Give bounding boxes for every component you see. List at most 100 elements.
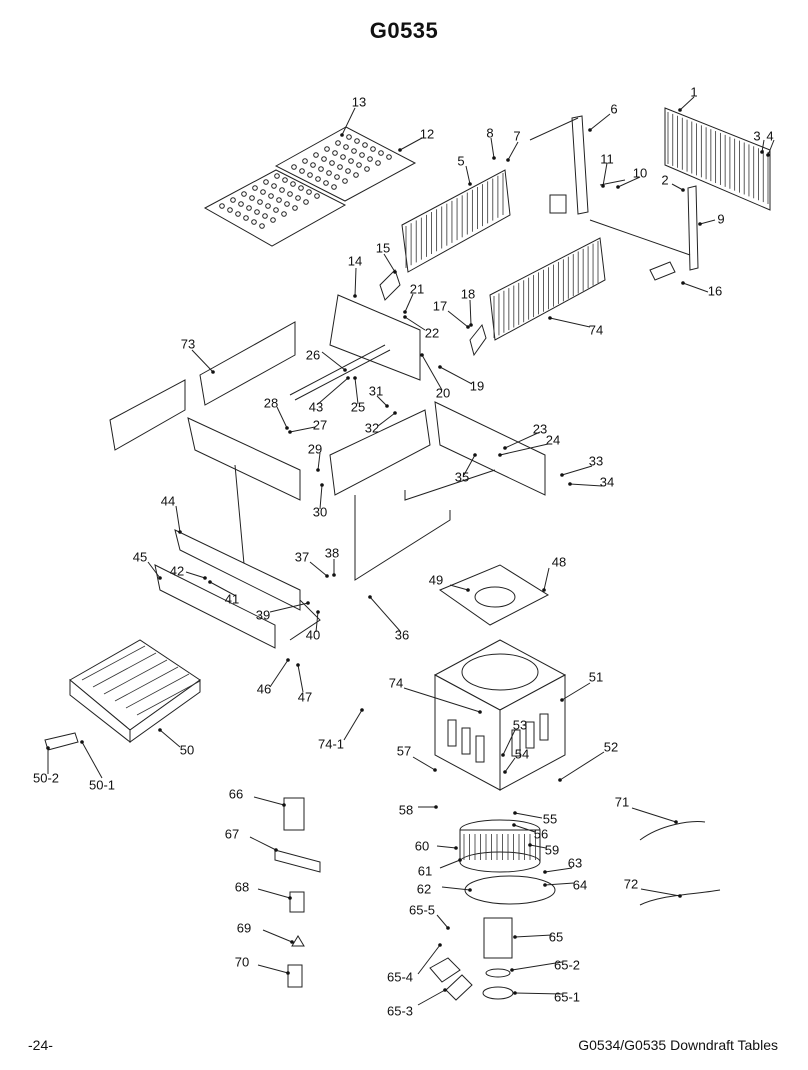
leader-dot-32 [560,473,564,477]
callout-10: 10 [633,165,647,180]
leader-dot-6 [506,158,510,162]
leader-line-10 [602,162,608,187]
callout-34: 34 [600,474,614,489]
leader-dot-48 [466,588,470,592]
leader-dot-80 [548,316,552,320]
leader-line-47 [543,567,550,591]
callout-67: 67 [225,826,239,841]
motor-assembly [429,819,556,1001]
baffle-panel-5 [401,169,511,273]
blower-housing-51 [433,564,567,791]
leader-line-68 [511,961,563,971]
callout-51: 51 [589,669,603,684]
leader-line-70 [417,944,441,975]
leader-line-78 [640,888,681,897]
leader-dot-45 [286,658,290,662]
leader-line-7 [490,137,495,159]
leader-dot-58 [433,768,437,772]
leader-line-8 [699,219,716,225]
leader-dot-22 [503,446,507,450]
leader-line-65 [544,882,575,886]
leader-line-32 [561,465,593,476]
leader-dot-5 [588,128,592,132]
callout-23: 23 [533,421,547,436]
leader-dot-15 [681,281,685,285]
leader-line-54 [502,729,516,756]
callout-52: 52 [604,739,618,754]
leader-line-76 [257,964,289,974]
callout-13: 13 [352,94,366,109]
callout-54: 54 [515,746,529,761]
leader-line-77 [631,807,677,823]
callout-47: 47 [298,689,312,704]
callout-57: 57 [397,743,411,758]
leader-dot-10 [601,184,605,188]
callout-50-2: 50-2 [33,770,59,785]
leader-dot-55 [503,770,507,774]
callout-49: 49 [429,572,443,587]
baffle-panel-1 [664,107,771,211]
leader-dot-73 [274,848,278,852]
leader-line-29 [319,484,323,510]
callout-7: 7 [513,128,520,143]
callout-66: 66 [229,786,243,801]
leader-dot-75 [290,940,294,944]
leader-line-2 [761,139,765,153]
callout-20: 20 [436,385,450,400]
leader-line-33 [569,483,603,487]
callout-61: 61 [418,863,432,878]
callout-55: 55 [543,811,557,826]
callout-39: 39 [256,607,270,622]
leader-dot-39 [316,610,320,614]
leader-dot-12 [340,133,344,137]
leader-line-23 [499,443,549,456]
callout-37: 37 [295,549,309,564]
leader-dot-54 [501,753,505,757]
leader-line-48 [449,584,469,591]
leader-line-40 [209,581,237,597]
leader-dot-81 [478,710,482,714]
leader-dot-19 [420,353,424,357]
callout-35: 35 [455,469,469,484]
callout-64: 64 [573,877,587,892]
leader-dot-68 [510,968,514,972]
callout-60: 60 [415,838,429,853]
callout-50-1: 50-1 [89,777,115,792]
callout-2: 2 [661,172,668,187]
leader-dot-57 [512,823,516,827]
leader-dot-23 [498,453,502,457]
callout-22: 22 [425,325,439,340]
leader-line-39 [315,611,319,633]
callout-41: 41 [225,591,239,606]
leader-dot-71 [446,926,450,930]
leader-dot-28 [316,468,320,472]
leader-dot-76 [286,971,290,975]
leader-dot-42 [346,376,350,380]
leader-dot-74 [288,896,292,900]
callout-28: 28 [264,395,278,410]
callout-38: 38 [325,545,339,560]
leader-line-52 [561,682,591,701]
leader-dot-38 [306,601,310,605]
leader-dot-44 [158,576,162,580]
leader-dot-51 [46,746,50,750]
callout-48: 48 [552,554,566,569]
leader-line-45 [269,659,289,688]
leader-line-6 [507,141,519,161]
leader-line-27 [276,406,288,429]
callout-65-5: 65-5 [409,902,435,917]
callout-62: 62 [417,881,431,896]
leader-line-22 [504,431,541,449]
leader-line-58 [412,756,436,771]
callout-74: 74 [389,675,403,690]
callout-65-1: 65-1 [554,989,580,1004]
leader-dot-67 [513,991,517,995]
callout-24: 24 [546,432,560,447]
leader-dot-29 [320,483,324,487]
leader-dot-50 [80,740,84,744]
leader-dot-63 [468,888,472,892]
callout-70: 70 [235,954,249,969]
leader-line-74 [257,888,291,899]
callout-31: 31 [369,383,383,398]
